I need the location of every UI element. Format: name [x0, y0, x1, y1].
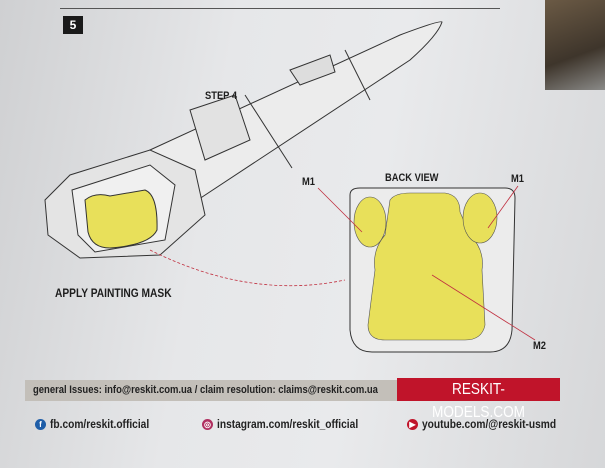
social-youtube: ▶ youtube.com/@reskit-usmd: [407, 417, 580, 431]
step-number-badge: 5: [63, 16, 83, 34]
mask-m1-right: [462, 192, 498, 244]
website-text: RESKIT-MODELS.COM: [432, 381, 525, 421]
leader-line: [149, 249, 346, 287]
social-instagram: ◎ instagram.com/reskit_official: [202, 417, 383, 431]
instruction-illustration: [44, 21, 536, 353]
step4-label: STEP 4: [205, 90, 238, 102]
youtube-icon: ▶: [407, 418, 418, 430]
apply-mask-label: APPLY PAINTING MASK: [55, 286, 172, 300]
m1-left-label: M1: [302, 176, 315, 188]
facebook-icon: f: [35, 418, 46, 430]
youtube-text: youtube.com/@reskit-usmd: [422, 417, 557, 431]
instagram-icon: ◎: [202, 418, 213, 430]
table-background: [545, 0, 605, 90]
back-view-drawing: [317, 185, 536, 353]
instagram-text: instagram.com/reskit_official: [217, 417, 359, 431]
back-view-label: BACK VIEW: [385, 172, 439, 184]
social-facebook: f fb.com/reskit.official: [35, 417, 167, 431]
missile-drawing: [44, 21, 443, 259]
mask-m1-left: [353, 196, 387, 248]
divider: [60, 8, 500, 9]
contact-text: general Issues: info@reskit.com.ua / cla…: [33, 384, 378, 396]
contact-bar: general Issues: info@reskit.com.ua / cla…: [25, 380, 397, 401]
m2-label: M2: [533, 340, 546, 352]
website-banner: RESKIT-MODELS.COM: [397, 378, 560, 421]
mask-m2: [367, 192, 486, 341]
m1-right-label: M1: [511, 173, 524, 185]
facebook-text: fb.com/reskit.official: [50, 417, 150, 431]
